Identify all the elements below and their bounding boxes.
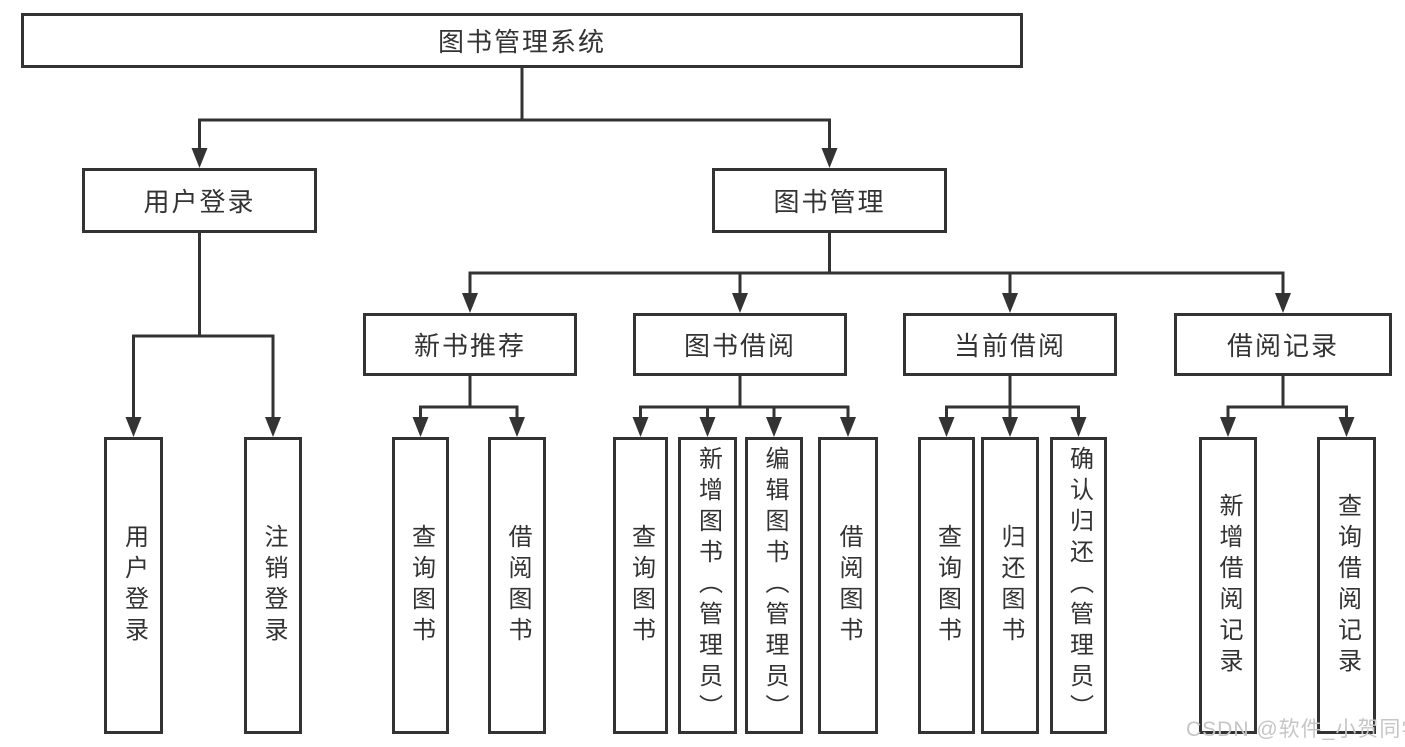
node-label: 借阅图书 <box>504 523 531 648</box>
node-label: 编辑图书（管理员） <box>761 446 788 725</box>
node-label: 新书推荐 <box>413 331 526 361</box>
node-book-management-module: 图书管理 <box>712 168 947 233</box>
leaf-add-borrow-record: 新增借阅记录 <box>1199 437 1257 734</box>
leaf-return-book: 归还图书 <box>981 437 1039 734</box>
node-label: 查询图书 <box>407 523 435 648</box>
node-new-book-recommendation: 新书推荐 <box>363 313 577 376</box>
node-label: 当前借阅 <box>953 331 1066 361</box>
node-label: 查询借阅记录 <box>1333 492 1361 679</box>
node-label: 新增借阅记录 <box>1215 492 1242 679</box>
node-borrowing-records: 借阅记录 <box>1174 313 1392 376</box>
node-label: 图书管理系统 <box>437 27 606 57</box>
node-label: 用户登录 <box>120 523 148 648</box>
node-label: 查询图书 <box>933 523 961 648</box>
node-current-borrowing: 当前借阅 <box>903 313 1117 376</box>
leaf-edit-book-admin: 编辑图书（管理员） <box>745 437 803 734</box>
node-label: 借阅记录 <box>1226 331 1339 361</box>
node-book-borrowing: 图书借阅 <box>633 313 847 376</box>
node-label: 图书借阅 <box>683 331 796 361</box>
node-label: 用户登录 <box>143 187 256 217</box>
node-label: 确认归还（管理员） <box>1065 446 1093 725</box>
leaf-query-books-borrowing: 查询图书 <box>613 437 668 734</box>
leaf-user-login: 用户登录 <box>104 437 163 734</box>
node-library-system: 图书管理系统 <box>21 13 1023 68</box>
node-user-login-module: 用户登录 <box>82 168 317 233</box>
leaf-logout: 注销登录 <box>244 437 302 734</box>
node-label: 归还图书 <box>997 523 1024 648</box>
node-label: 新增图书（管理员） <box>694 446 722 725</box>
leaf-query-books-recommend: 查询图书 <box>392 437 449 734</box>
leaf-borrow-books-borrowing: 借阅图书 <box>818 437 878 734</box>
node-label: 图书管理 <box>773 187 886 217</box>
node-label: 注销登录 <box>260 523 287 648</box>
node-label: 借阅图书 <box>835 523 862 648</box>
csdn-watermark: CSDN @软件_小贺同学 <box>1186 718 1405 741</box>
leaf-query-books-current: 查询图书 <box>918 437 975 734</box>
leaf-add-book-admin: 新增图书（管理员） <box>678 437 737 734</box>
leaf-query-borrow-record: 查询借阅记录 <box>1317 437 1376 734</box>
leaf-confirm-return-admin: 确认归还（管理员） <box>1050 437 1107 734</box>
node-label: 查询图书 <box>627 523 655 648</box>
leaf-borrow-books-recommend: 借阅图书 <box>488 437 546 734</box>
